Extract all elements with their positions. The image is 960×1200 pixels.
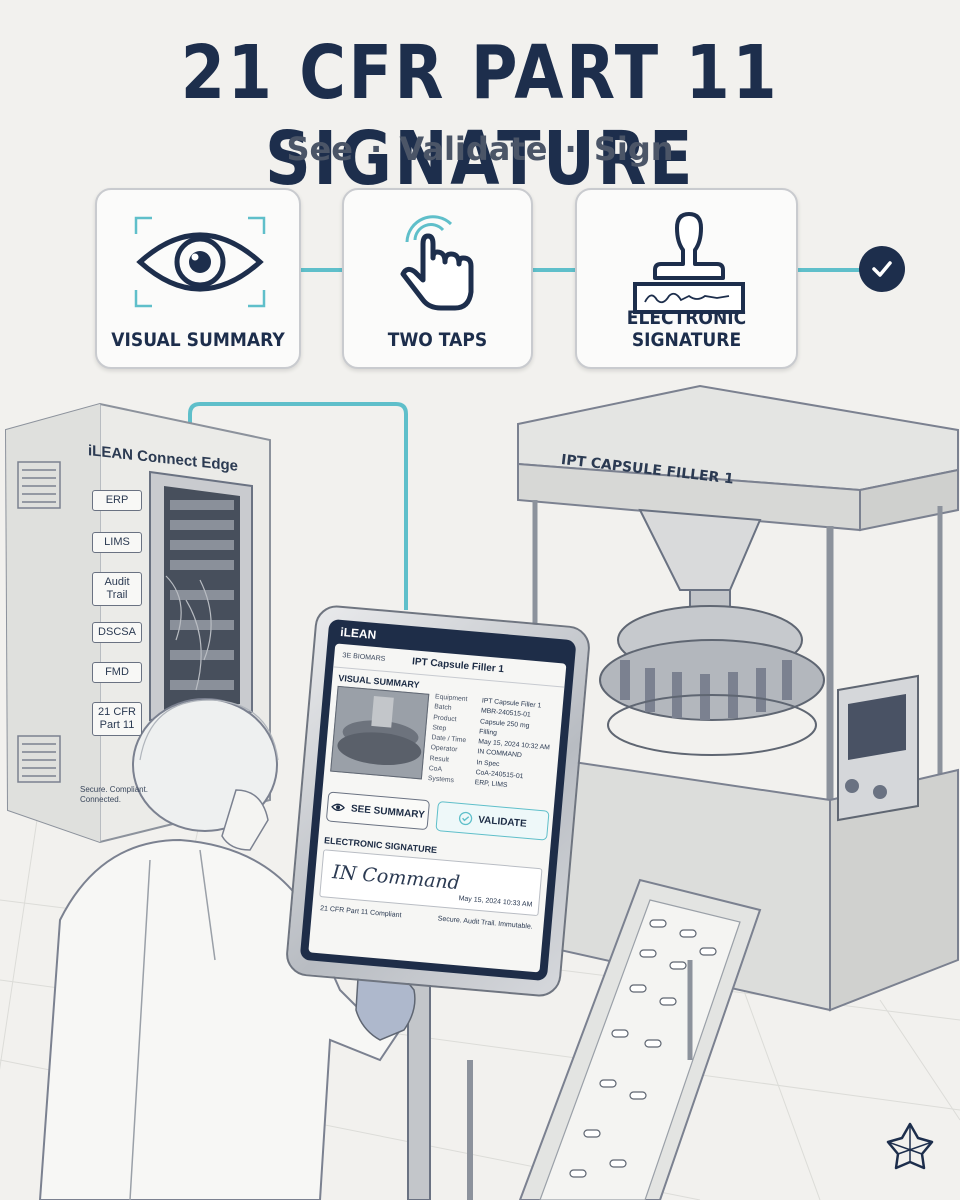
page-title: 21 CFR PART 11 SIGNATURE: [180, 30, 780, 202]
step-connector: [798, 268, 860, 272]
system-box-dscsa: DSCSA: [92, 622, 142, 643]
stamp-icon: [633, 212, 745, 314]
step-card-electronic-signature: ELECTRONIC SIGNATURE: [575, 188, 798, 369]
system-box-lims: LIMS: [92, 532, 142, 553]
system-box-audit-trail: Audit Trail: [92, 572, 142, 606]
step-connector: [532, 268, 576, 272]
check-badge: [859, 246, 905, 292]
step-label: VISUAL SUMMARY: [111, 329, 285, 351]
machine-thumbnail: [330, 685, 430, 780]
tablet-brand: iLEAN: [339, 624, 377, 642]
tablet-logo: ЗЕ BIOMARS: [342, 652, 386, 663]
compliance-note: 21 CFR Part 11 Compliant: [319, 905, 402, 920]
step-card-visual-summary: VISUAL SUMMARY: [95, 188, 301, 369]
edge-footer: Secure. Compliant. Connected.: [80, 785, 149, 804]
brand-logo-icon: [886, 1122, 934, 1170]
step-connector: [300, 268, 344, 272]
system-box-erp: ERP: [92, 490, 142, 511]
capsule-filler-machine: [517, 385, 959, 1012]
tablet: iLEAN ЗЕ BIOMARS IPT Capsule Filler 1 VI…: [284, 603, 592, 999]
step-label: TWO TAPS: [387, 329, 488, 351]
tap-hand-icon: [400, 215, 474, 311]
tablet-content: ЗЕ BIOMARS IPT Capsule Filler 1 VISUAL S…: [308, 643, 567, 973]
eye-icon: [134, 216, 266, 308]
validate-button[interactable]: VALIDATE: [435, 801, 550, 841]
validate-label: VALIDATE: [477, 814, 528, 830]
step-label: ELECTRONIC SIGNATURE: [626, 307, 747, 351]
see-summary-button[interactable]: SEE SUMMARY: [325, 791, 431, 831]
signature-box[interactable]: IN Command May 15, 2024 10:33 AM: [319, 849, 543, 917]
system-box-fmd: FMD: [92, 662, 142, 683]
step-card-two-taps: TWO TAPS: [342, 188, 533, 369]
conveyor: [467, 878, 762, 1200]
checkmark-icon: [872, 261, 892, 277]
page-subtitle: See · Validate · Sign: [286, 130, 674, 168]
tablet-machine-title: IPT Capsule Filler 1: [411, 656, 505, 676]
check-circle-icon: [458, 811, 472, 826]
security-note: Secure. Audit Trail. Immutable.: [437, 915, 533, 931]
signature-name: IN Command: [331, 861, 461, 895]
signature-time: May 15, 2024 10:33 AM: [458, 895, 533, 909]
tablet-screen: iLEAN ЗЕ BIOMARS IPT Capsule Filler 1 VI…: [299, 618, 577, 982]
system-box-21-cfr: 21 CFR Part 11: [92, 702, 142, 736]
eye-icon: [331, 803, 345, 811]
see-summary-label: SEE SUMMARY: [350, 802, 426, 821]
